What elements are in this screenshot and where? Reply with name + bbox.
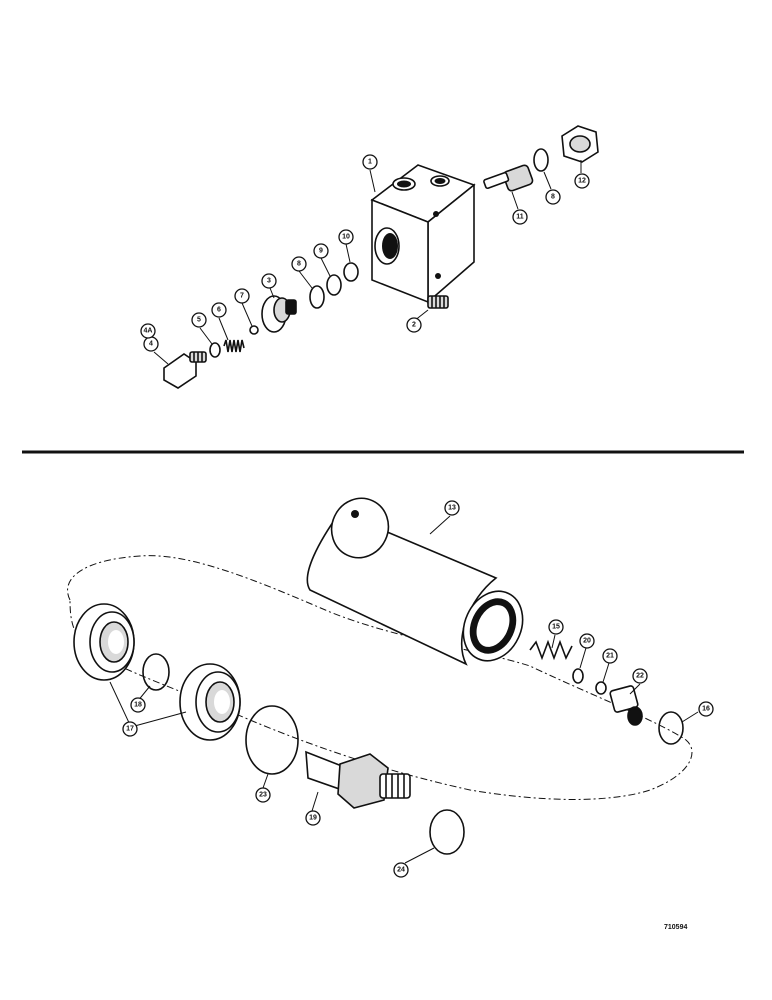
callout-17: 17 — [122, 721, 138, 737]
callout-2: 2 — [406, 317, 422, 333]
svg-text:7: 7 — [240, 293, 244, 300]
svg-text:4A: 4A — [144, 328, 153, 335]
svg-text:10: 10 — [342, 234, 350, 241]
svg-text:17: 17 — [126, 726, 134, 733]
drawing-number: 710594 — [664, 924, 687, 931]
svg-text:22: 22 — [636, 673, 644, 680]
part-bearing-left — [73, 603, 135, 681]
svg-text:8: 8 — [297, 261, 301, 268]
svg-text:19: 19 — [309, 815, 317, 822]
callout-8-right: 8 — [545, 189, 561, 205]
part-housing-tube — [306, 497, 524, 666]
callout-3: 3 — [261, 273, 277, 289]
svg-text:23: 23 — [259, 792, 267, 799]
part-plug-12 — [561, 125, 599, 163]
callout-11: 11 — [512, 209, 528, 225]
svg-text:9: 9 — [319, 248, 323, 255]
part-o-ring-9 — [326, 274, 342, 296]
bearing-housing-assembly — [67, 497, 699, 864]
part-spacer-18 — [142, 653, 170, 691]
callout-12: 12 — [574, 173, 590, 189]
svg-text:4: 4 — [149, 341, 153, 348]
svg-text:18: 18 — [134, 702, 142, 709]
part-snap-ring-16 — [658, 711, 684, 745]
callout-22: 22 — [632, 668, 648, 684]
part-plug — [427, 295, 449, 309]
valve-block-assembly — [153, 125, 599, 389]
part-adjusting-screw — [163, 351, 207, 389]
part-spring-15 — [529, 639, 573, 661]
callout-19: 19 — [305, 810, 321, 826]
part-washer-10 — [343, 262, 359, 282]
part-o-ring-5 — [209, 342, 221, 358]
svg-text:5: 5 — [197, 317, 201, 324]
part-shaft — [305, 750, 411, 809]
svg-text:1: 1 — [368, 159, 372, 166]
svg-text:3: 3 — [267, 278, 271, 285]
part-seat-plug — [261, 295, 297, 333]
callout-6: 6 — [211, 302, 227, 318]
part-valve-block — [370, 164, 476, 304]
callout-13: 13 — [444, 500, 460, 516]
callout-1: 1 — [362, 154, 378, 170]
callout-23: 23 — [255, 787, 271, 803]
part-o-ring-8-right — [533, 148, 549, 172]
svg-text:2: 2 — [412, 322, 416, 329]
part-ball-7 — [249, 325, 259, 335]
callout-7: 7 — [234, 288, 250, 304]
svg-text:20: 20 — [583, 638, 591, 645]
svg-text:12: 12 — [578, 178, 586, 185]
callout-5: 5 — [191, 312, 207, 328]
callout-16: 16 — [698, 701, 714, 717]
part-spring-6 — [223, 339, 245, 353]
callout-21: 21 — [602, 648, 618, 664]
part-washer-20 — [572, 668, 584, 684]
callout-15: 15 — [548, 619, 564, 635]
part-washer-24 — [429, 809, 465, 855]
part-snap-ring-23 — [245, 705, 299, 775]
part-check-valve — [483, 164, 534, 192]
callout-4: 4 — [143, 336, 159, 352]
svg-text:8: 8 — [551, 194, 555, 201]
part-bearing-right — [179, 663, 241, 741]
svg-text:15: 15 — [552, 624, 560, 631]
svg-text:21: 21 — [606, 653, 614, 660]
callout-4a: 4A — [140, 323, 156, 339]
callout-18: 18 — [130, 697, 146, 713]
part-o-ring-21 — [595, 681, 607, 695]
callout-24: 24 — [393, 862, 409, 878]
svg-text:24: 24 — [397, 867, 405, 874]
callout-20: 20 — [579, 633, 595, 649]
part-piston — [609, 685, 643, 726]
svg-text:11: 11 — [516, 214, 524, 221]
callout-10: 10 — [338, 229, 354, 245]
svg-text:6: 6 — [217, 307, 221, 314]
callout-8-left: 8 — [291, 256, 307, 272]
callout-9: 9 — [313, 243, 329, 259]
svg-text:13: 13 — [448, 505, 456, 512]
part-o-ring-8 — [309, 285, 325, 309]
svg-text:16: 16 — [702, 706, 710, 713]
